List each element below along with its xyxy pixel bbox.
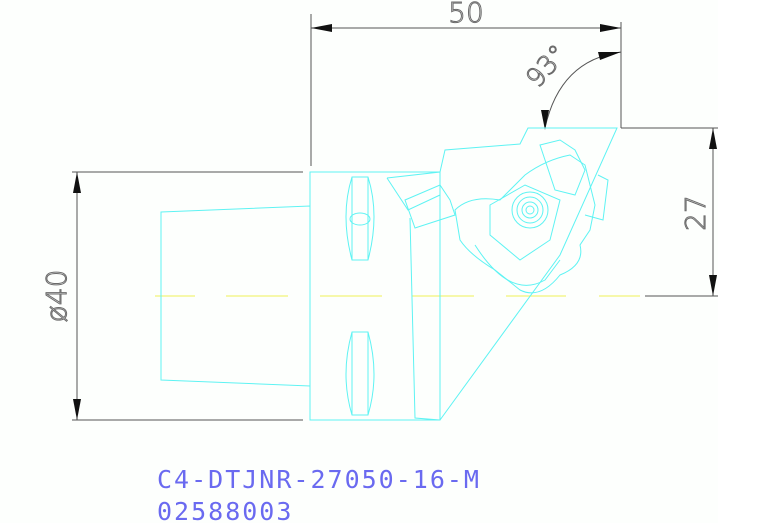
dim-angle-text: 93° <box>520 39 573 93</box>
dim-diameter-text: ø40 <box>40 270 73 323</box>
part-number: C4-DTJNR-27050-16-M <box>157 465 481 494</box>
order-code: 02588003 <box>157 497 294 526</box>
dim-height-text: 27 <box>679 195 712 231</box>
dim-length-text: 50 <box>448 0 484 29</box>
drawing-sheet <box>0 0 718 523</box>
tool-geometry <box>160 127 618 421</box>
dimension-arrows <box>73 24 717 420</box>
dimension-lines <box>72 14 718 421</box>
